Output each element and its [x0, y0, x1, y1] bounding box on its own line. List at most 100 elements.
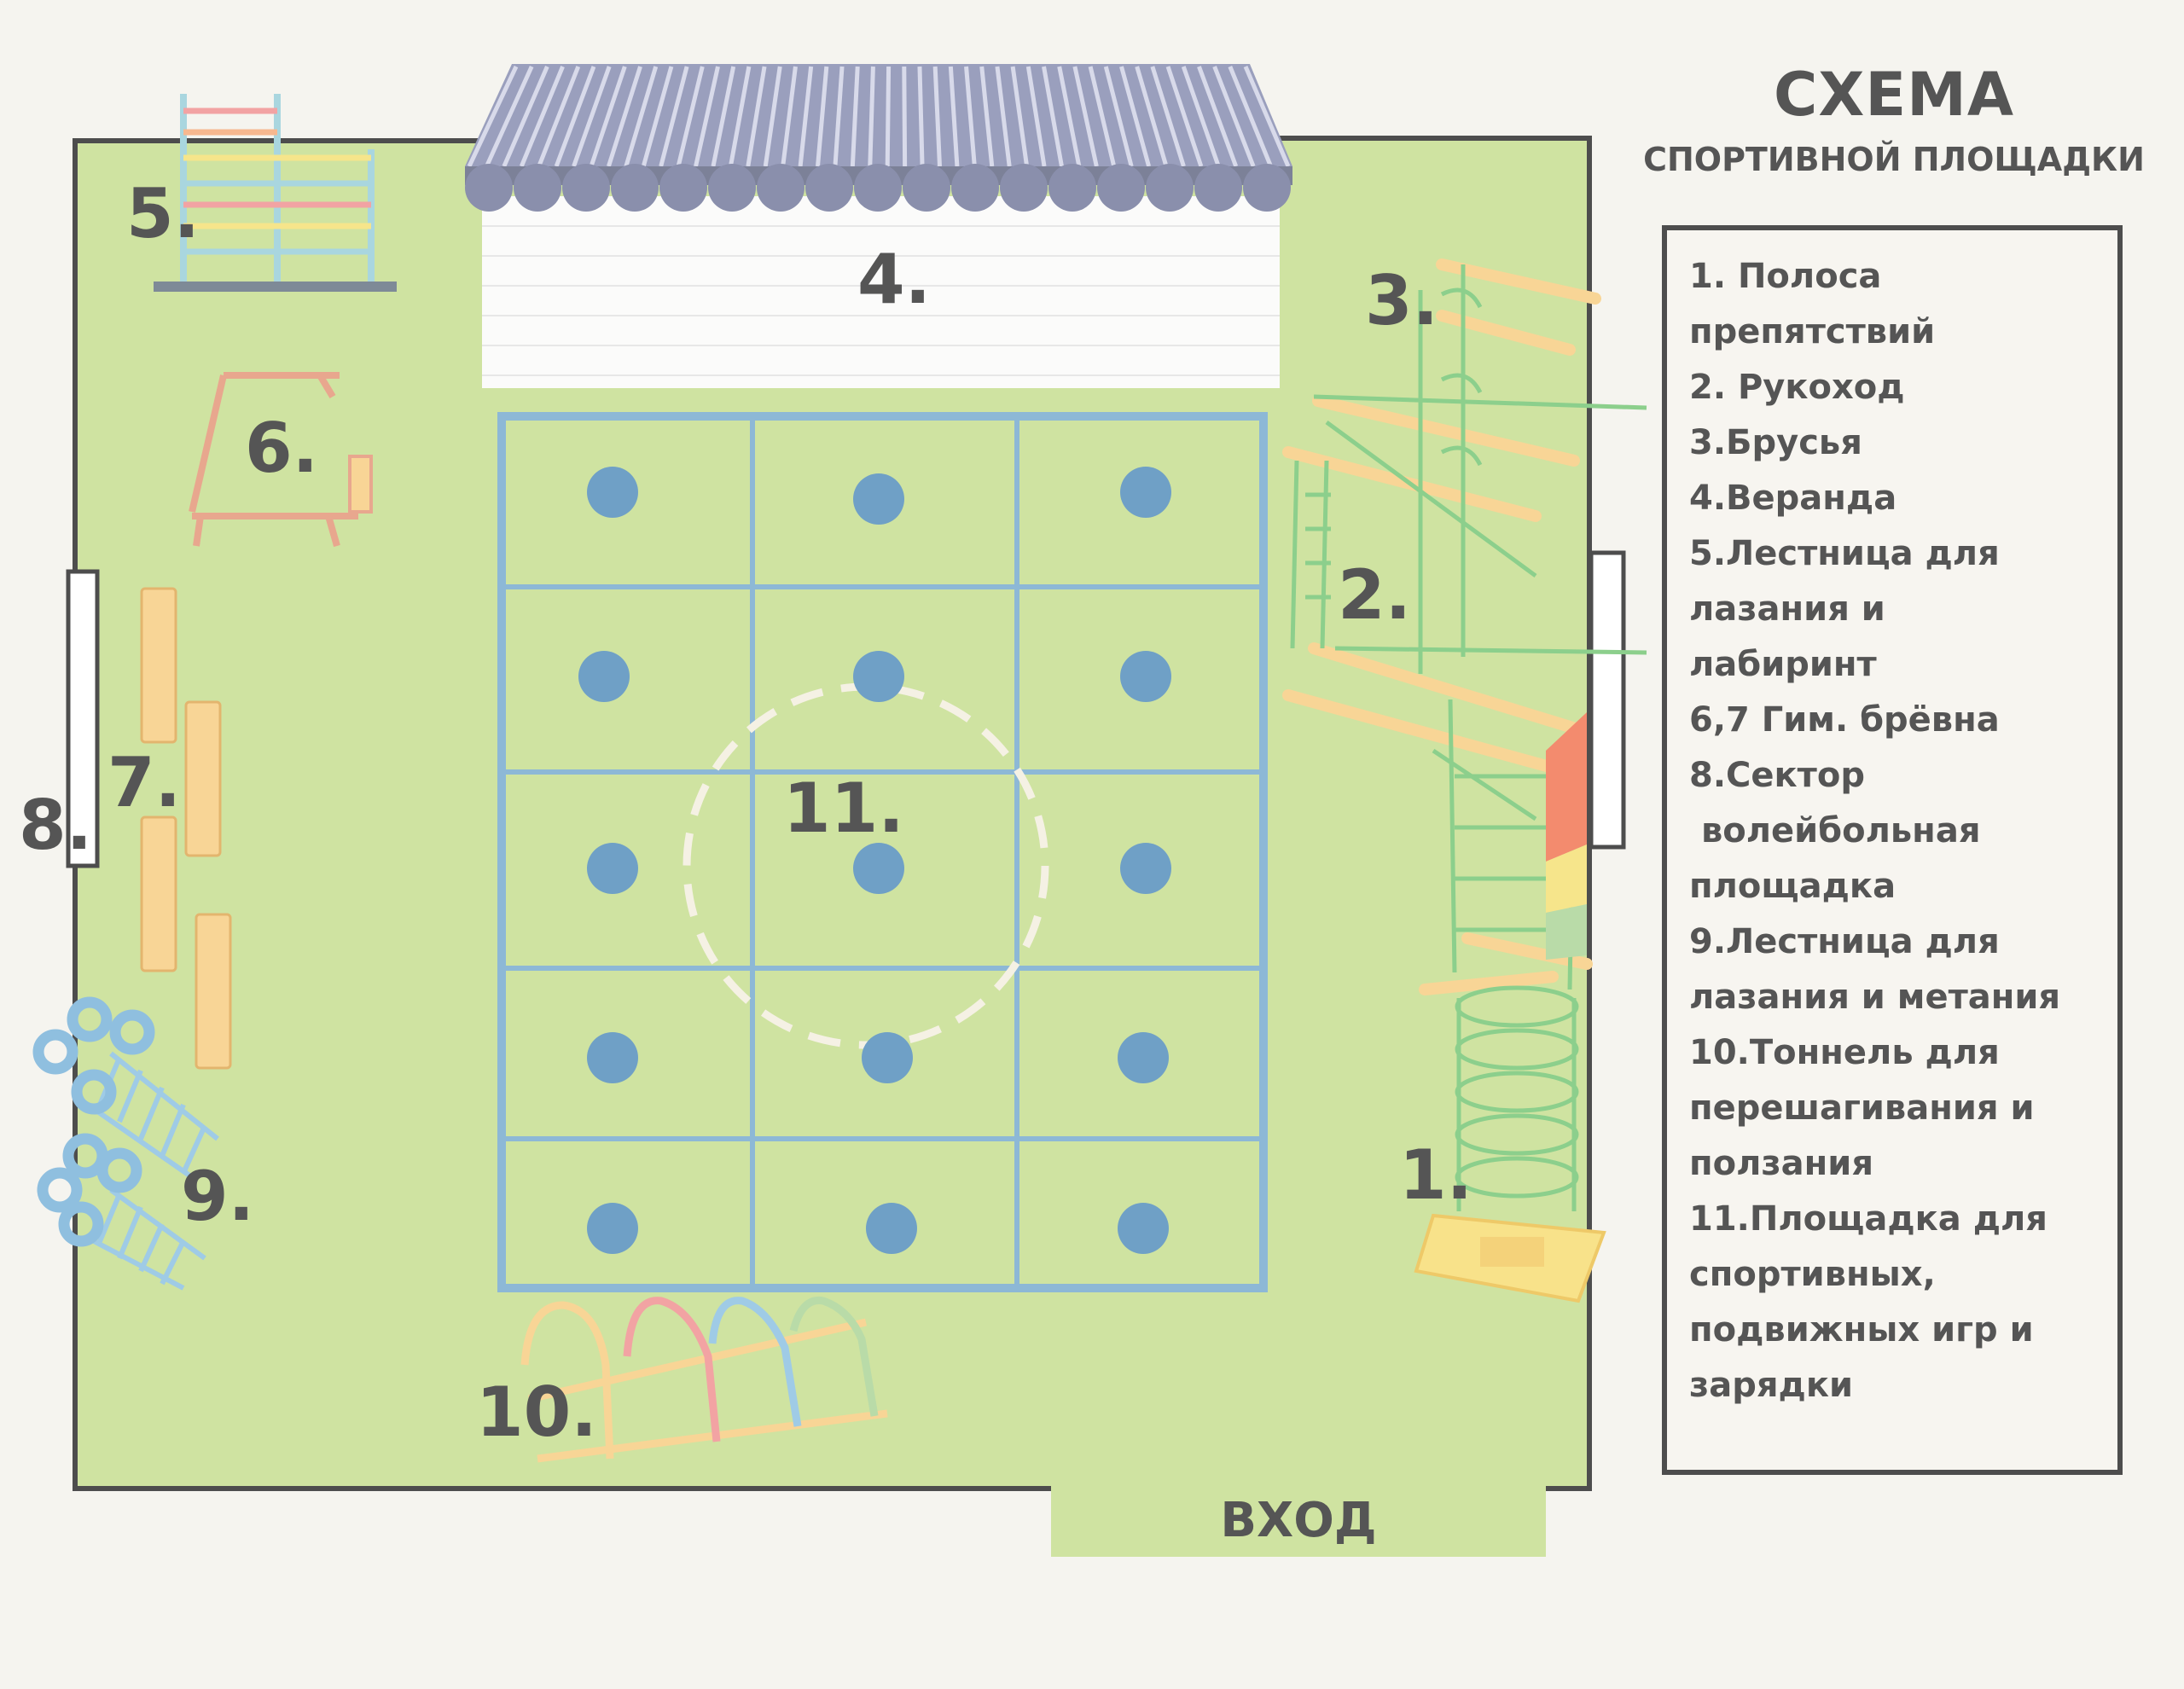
page-title: СХЕМА [1774, 60, 2014, 130]
canopy-scallop [1048, 164, 1096, 212]
label-9: 9. [181, 1157, 254, 1236]
court-marker-dot [587, 467, 638, 518]
label-1: 1. [1399, 1135, 1472, 1215]
canopy-stripe [746, 66, 767, 167]
legend-item: 8.Сектор волейбольная площадка [1689, 756, 1981, 906]
climbing-ladder [154, 94, 397, 292]
legend-item: 3.Брусья [1689, 423, 1862, 462]
court-marker-dot [1120, 467, 1171, 518]
canopy-stripe [1057, 66, 1082, 167]
canopy-stripe [816, 66, 829, 167]
volleyball-sector [66, 569, 100, 868]
court-marker-dot [1120, 843, 1171, 894]
canopy-scallop [708, 164, 756, 212]
canopy-scallop [659, 164, 707, 212]
canopy-stripe [711, 66, 736, 167]
canopy-stripe [917, 66, 925, 167]
entrance-label: ВХОД [1220, 1493, 1377, 1548]
legend-item: 11.Площадка для спортивных, подвижных иг… [1689, 1199, 2048, 1405]
canopy-scallop [757, 164, 804, 212]
canopy-stripe [554, 66, 596, 167]
label-8: 8. [19, 786, 92, 865]
canopy-stripe [932, 66, 942, 167]
canopy-stripe [868, 66, 875, 167]
canopy-stripe [519, 66, 565, 167]
canopy-scallop [1097, 164, 1145, 212]
canopy-stripe [798, 66, 814, 167]
court-marker-dot [1118, 1032, 1169, 1083]
label-11: 11. [783, 769, 904, 848]
canopy-scallop [1194, 164, 1242, 212]
canopy-stripe [964, 66, 977, 167]
canopy-stripe [1197, 66, 1239, 167]
court-marker-dot [862, 1032, 913, 1083]
legend-item: 4.Веранда [1689, 479, 1897, 518]
canopy-stripe [995, 66, 1012, 167]
canopy-stripe [1150, 66, 1186, 167]
court-marker-dot [866, 1203, 917, 1254]
canopy-stripe [1088, 66, 1117, 167]
canopy-stripe [1010, 66, 1030, 167]
canopy-scallop [1146, 164, 1194, 212]
canopy-scallop [1000, 164, 1048, 212]
canopy-stripe [572, 66, 612, 167]
canopy-stripe [979, 66, 995, 167]
canopy-scallop [562, 164, 610, 212]
canopy-stripe [485, 65, 534, 168]
court-marker-dot [1120, 651, 1171, 702]
legend-item: 10.Тоннель для перешагивания и ползания [1689, 1033, 2035, 1183]
court-marker-dot [587, 843, 638, 894]
court-marker-dot [853, 651, 904, 702]
court-marker-dot [853, 473, 904, 525]
legend-item: 9.Лестница для лазания и метания [1689, 922, 2061, 1017]
court-marker-dot [578, 651, 630, 702]
canopy-scallop [805, 164, 853, 212]
page-subtitle: СПОРТИВНОЙ ПЛОЩАДКИ [1643, 141, 2145, 178]
label-7: 7. [107, 743, 181, 822]
crawl-tunnel [520, 1296, 888, 1463]
canopy-scallop [514, 164, 561, 212]
canopy-stripe [902, 66, 908, 167]
canopy-stripe [1243, 66, 1291, 167]
canopy-stripe [1212, 66, 1256, 167]
label-6: 6. [245, 409, 318, 488]
canopy-stripe [624, 66, 659, 167]
court-marker-dot [587, 1203, 638, 1254]
canopy-stripe [781, 66, 798, 167]
gym-beam-6 [189, 372, 373, 548]
court-marker-dot [587, 1032, 638, 1083]
canopy-stripe [1181, 66, 1221, 167]
court-marker-dot [853, 843, 904, 894]
veranda [465, 64, 1292, 388]
canopy-stripe [948, 66, 960, 167]
canopy-scallop [465, 164, 513, 212]
canopy-stripe [1103, 66, 1134, 167]
canopy-scallop [611, 164, 659, 212]
canopy-stripe [467, 65, 519, 168]
canopy-stripe [537, 66, 581, 167]
label-10: 10. [476, 1373, 597, 1452]
canopy-stripe [1119, 66, 1152, 167]
ground-area [75, 138, 1589, 1557]
canopy-stripe [885, 66, 892, 167]
legend-item: 6,7 Гим. брёвна [1689, 700, 2000, 740]
legend-item: 2. Рукоход [1689, 368, 1905, 407]
court-marker-dot [1118, 1203, 1169, 1254]
label-2: 2. [1338, 555, 1411, 635]
canopy-stripe [607, 66, 642, 167]
canopy-stripe [763, 66, 782, 167]
label-3: 3. [1365, 261, 1438, 340]
canopy-stripe [502, 66, 549, 167]
canopy-scallop [854, 164, 902, 212]
canopy-stripe [850, 66, 860, 167]
canopy [465, 64, 1292, 212]
canopy-stripe [676, 66, 705, 167]
canopy-scallop [903, 164, 950, 212]
legend: 1. Полоса препятствий 2. Рукоход 3.Брусь… [1662, 225, 2123, 1475]
climb-throw-ladder [32, 996, 219, 1291]
canopy-stripe [1042, 66, 1064, 167]
legend-item: 5.Лестница для лазания и лабиринт [1689, 534, 2000, 684]
obstacle-course [1282, 258, 1647, 1303]
label-5: 5. [126, 174, 200, 253]
